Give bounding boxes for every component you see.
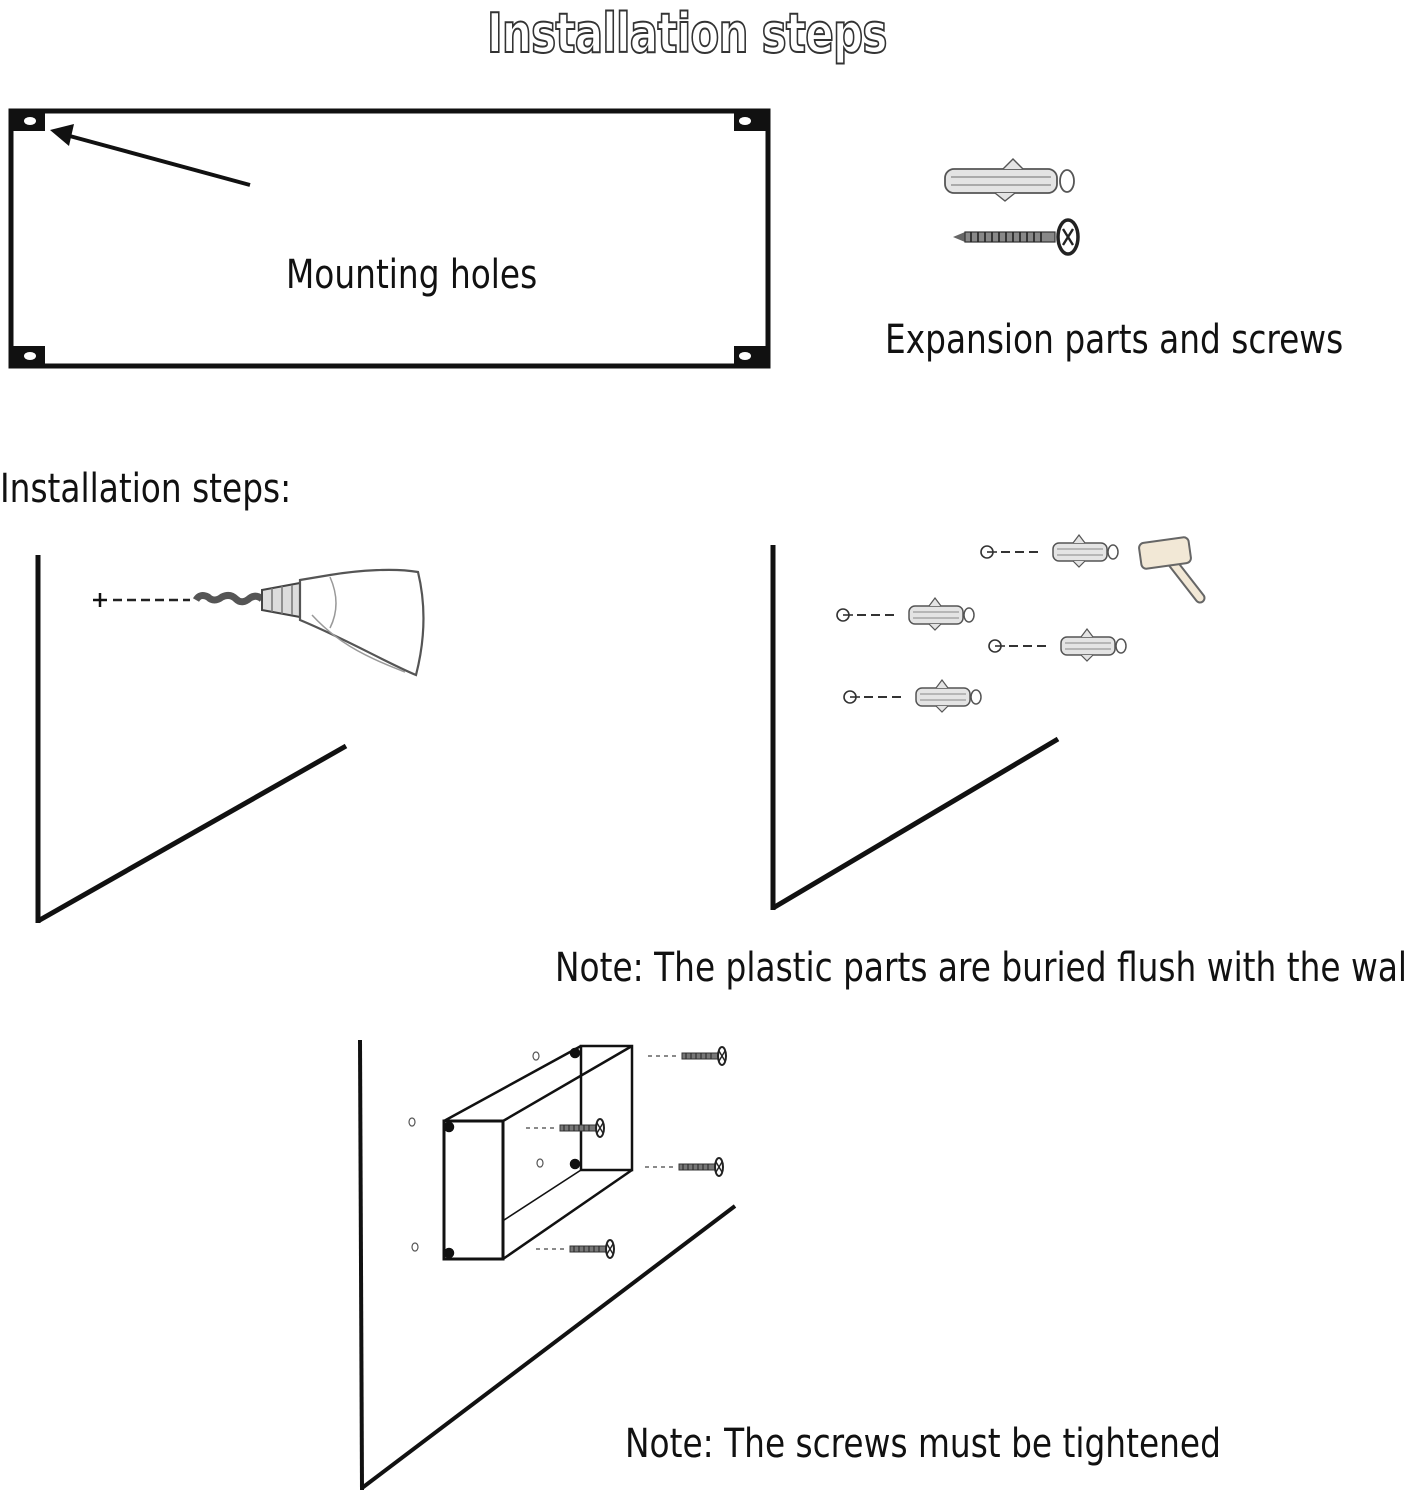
wall-corner-step3 (358, 1039, 737, 1491)
mounting-hole-icon (11, 346, 45, 366)
plug-insert-row (836, 597, 975, 631)
wall-plug-icon (944, 158, 1075, 202)
plastic-parts-note: Note: The plastic parts are buried flush… (555, 945, 1405, 991)
screw-icon (535, 1239, 615, 1259)
installation-steps-heading: Installation steps: (0, 466, 292, 512)
wall-hole-mark-icon (408, 1051, 544, 1252)
plug-insert-row (980, 534, 1119, 568)
screws-note: Note: The screws must be tightened (625, 1421, 1221, 1467)
screw-icon (647, 1046, 727, 1066)
wall-corner-step1 (35, 555, 348, 924)
plug-insert-row (843, 679, 982, 713)
screw-icon (644, 1157, 724, 1177)
mounting-hole-icon (11, 111, 45, 131)
wall-corner-step2 (770, 545, 1060, 911)
plug-insert-row (988, 628, 1127, 662)
mounting-panel (8, 108, 771, 369)
expansion-parts-label: Expansion parts and screws (885, 317, 1344, 363)
drill-mark-icon (93, 593, 190, 607)
shelf-box-icon (442, 1044, 634, 1261)
screw-icon (953, 218, 1080, 256)
hammer-icon (1138, 536, 1206, 604)
mounting-hole-icon (734, 346, 768, 366)
drill-icon (192, 568, 425, 677)
mounting-hole-icon (734, 111, 768, 131)
pointer-arrow-icon (50, 124, 251, 187)
mounting-holes-label: Mounting holes (286, 252, 538, 298)
page-title: Installation steps (486, 1, 888, 66)
